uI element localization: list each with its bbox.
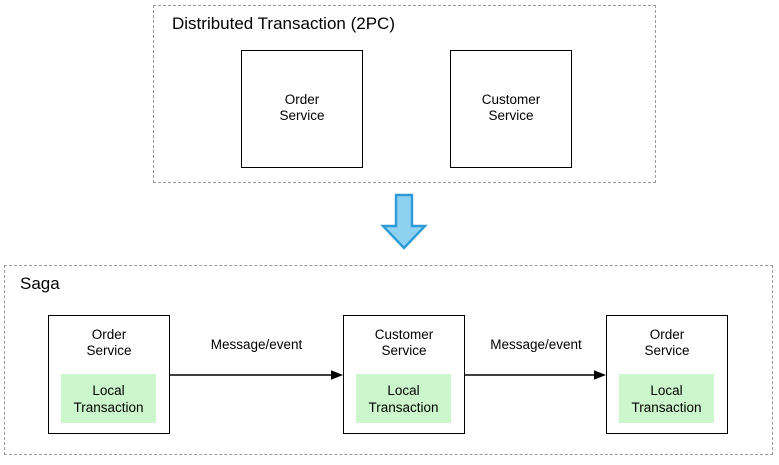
flow-arrow-2 (465, 368, 607, 382)
service-box-order-service-2pc[interactable]: Order Service (241, 50, 363, 168)
service-box-label: Order Service (279, 92, 325, 123)
local-transaction-chip: Local Transaction (619, 374, 714, 423)
service-box-label: Customer Service (481, 92, 541, 123)
saga-service-box-order-service-2[interactable]: Order Service Local Transaction (606, 315, 728, 434)
saga-title: Saga (20, 274, 60, 293)
distributed-transaction-title: Distributed Transaction (2PC) (172, 14, 395, 33)
service-box-customer-service-2pc[interactable]: Customer Service (450, 50, 572, 168)
saga-group (4, 265, 773, 455)
service-box-label: Order Service (644, 327, 690, 358)
flow-label-message-event-1: Message/event (210, 337, 303, 352)
saga-service-box-order-service-1[interactable]: Order Service Local Transaction (48, 315, 170, 434)
flow-arrow-1 (170, 368, 344, 382)
flow-label-message-event-2: Message/event (490, 337, 582, 352)
blue-down-arrow-icon (380, 193, 428, 250)
service-box-label: Order Service (86, 327, 132, 358)
local-transaction-chip: Local Transaction (61, 374, 156, 423)
saga-service-box-customer-service[interactable]: Customer Service Local Transaction (343, 315, 465, 434)
local-transaction-chip: Local Transaction (356, 374, 451, 423)
distributed-transaction-group (153, 5, 656, 183)
service-box-label: Customer Service (374, 327, 434, 358)
